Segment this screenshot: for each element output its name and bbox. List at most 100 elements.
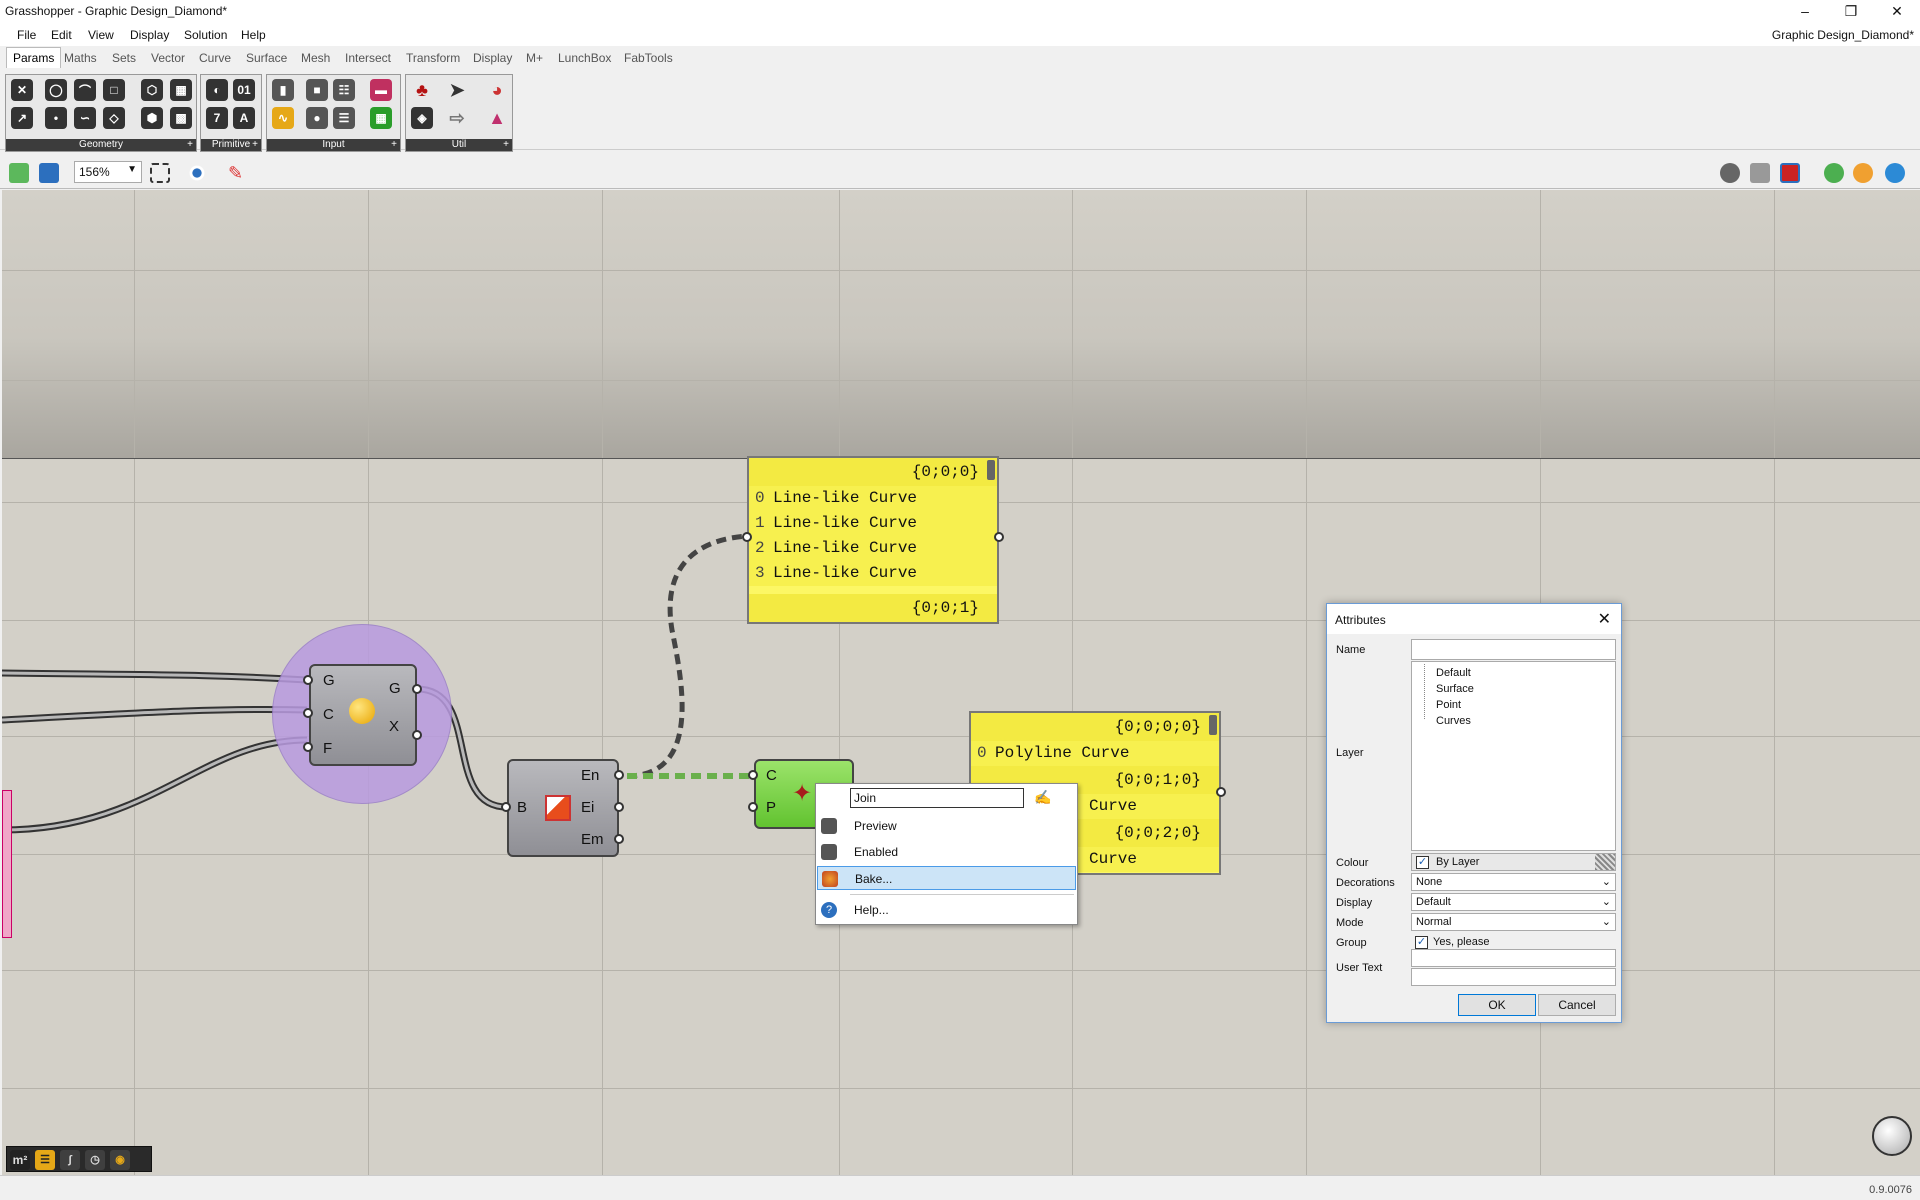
graph-icon[interactable]: ∫ [60,1150,80,1170]
button-icon[interactable]: ● [306,107,328,129]
output-grip[interactable] [614,802,624,812]
tab-maths[interactable]: Maths [64,51,97,65]
timer-icon[interactable]: ◷ [85,1150,105,1170]
tab-mplus[interactable]: M+ [526,51,544,65]
decorations-select[interactable]: None⌄ [1411,873,1616,891]
expand-icon[interactable]: + [252,139,258,150]
menu-solution[interactable]: Solution [184,28,228,42]
open-icon[interactable] [9,163,29,183]
sphere-icon[interactable] [1885,163,1905,183]
expand-icon[interactable]: + [391,139,397,150]
menu-item-help[interactable]: ?Help... [817,898,1076,922]
jump-icon[interactable]: ◕ [491,79,503,100]
tree-icon[interactable]: ◈ [411,107,433,129]
metric-icon[interactable]: m² [10,1150,30,1170]
close-window-button[interactable]: ✕ [1891,3,1903,19]
wireframe-icon[interactable] [1750,163,1770,183]
group-component[interactable]: G C F G X [309,664,417,766]
menu-item-enabled[interactable]: Enabled [817,840,1076,864]
cherry-picker-icon[interactable]: ♣ [416,79,428,100]
slider-icon[interactable]: ▮ [272,79,294,101]
input-grip[interactable] [748,802,758,812]
colour-swatch[interactable] [1595,854,1615,870]
menu-display[interactable]: Display [130,28,170,42]
geometry-icon[interactable]: ✕ [11,79,33,101]
text-icon[interactable]: A [233,107,255,129]
profiler-icon[interactable]: ☰ [35,1150,55,1170]
ok-button[interactable]: OK [1458,994,1536,1016]
edit-name-icon[interactable]: ✍ [1034,789,1052,805]
value-list-icon[interactable]: ☰ [333,107,355,129]
menu-edit[interactable]: Edit [51,28,72,42]
tab-display[interactable]: Display [473,51,513,65]
panel-icon[interactable]: ☷ [333,79,355,101]
circular-arc-icon[interactable]: ⌒ [74,79,96,101]
input-grip[interactable] [303,708,313,718]
flask-icon[interactable]: ▲ [488,107,506,128]
mode-select[interactable]: Normal⌄ [1411,913,1616,931]
menu-view[interactable]: View [88,28,114,42]
name-field[interactable] [1411,639,1616,660]
layer-item[interactable]: Default [1436,667,1471,679]
menu-file[interactable]: File [17,28,37,42]
surface-icon[interactable]: ⬢ [141,107,163,129]
mesh-icon[interactable]: ▦ [170,79,192,101]
boolean-icon[interactable]: ◐ [206,79,228,101]
user-text-value-field[interactable] [1411,968,1616,986]
matrix-icon[interactable]: ▦ [370,107,392,129]
component-name-input[interactable]: Join [850,788,1024,808]
tab-intersect[interactable]: Intersect [345,51,392,65]
layer-item[interactable]: Point [1436,699,1462,711]
input-grip[interactable] [742,532,752,542]
graph-mapper-icon[interactable]: ∿ [272,107,294,129]
panel-scrollbar[interactable] [987,460,995,480]
input-grip[interactable] [303,742,313,752]
layer-item[interactable]: Surface [1436,683,1474,695]
tab-mesh[interactable]: Mesh [301,51,331,65]
output-grip[interactable] [1216,787,1226,797]
output-grip[interactable] [412,684,422,694]
output-grip[interactable] [614,770,624,780]
point-icon[interactable]: • [45,107,67,129]
tab-fabtools[interactable]: FabTools [624,51,673,65]
group-checkbox[interactable]: ✓ [1415,936,1428,949]
tab-sets[interactable]: Sets [112,51,137,65]
plane-icon[interactable]: ◇ [103,107,125,129]
tab-surface[interactable]: Surface [246,51,288,65]
integer-icon[interactable]: 01 [233,79,255,101]
expand-icon[interactable]: + [503,139,509,150]
zoom-select[interactable]: 156%▼ [74,161,142,183]
tab-lunchbox[interactable]: LunchBox [558,51,612,65]
layer-tree[interactable]: Default Surface Point Curves [1411,661,1616,851]
restore-button[interactable]: ❐ [1844,3,1858,19]
tab-params[interactable]: Params [6,47,62,69]
selected-only-icon[interactable] [1824,163,1844,183]
preview-mesh-icon[interactable] [1853,163,1873,183]
output-grip[interactable] [994,532,1004,542]
shaded-preview-icon[interactable] [1780,163,1800,183]
number-icon[interactable]: 7 [206,107,228,129]
tab-vector[interactable]: Vector [151,51,186,65]
minimize-button[interactable]: – [1801,3,1809,19]
menu-item-bake[interactable]: Bake... [817,866,1076,890]
input-grip[interactable] [501,802,511,812]
preview-off-icon[interactable] [1720,163,1740,183]
layer-item[interactable]: Curves [1436,715,1471,727]
preview-eye-icon[interactable] [187,163,207,183]
data-dam-icon[interactable]: ➤ [449,79,465,100]
cancel-button[interactable]: Cancel [1538,994,1616,1016]
save-icon[interactable] [39,163,59,183]
input-grip[interactable] [303,675,313,685]
output-grip[interactable] [412,730,422,740]
tab-curve[interactable]: Curve [199,51,232,65]
deconstruct-brep-component[interactable]: B En Ei Em [507,759,619,857]
brep-icon[interactable]: ⬡ [141,79,163,101]
relay-icon[interactable]: ⇨ [449,107,465,128]
tab-transform[interactable]: Transform [406,51,461,65]
line-icon[interactable]: ↗ [11,107,33,129]
group-widget-icon[interactable]: ◉ [110,1150,130,1170]
output-grip[interactable] [614,834,624,844]
gradient-icon[interactable]: ▬ [370,79,392,101]
